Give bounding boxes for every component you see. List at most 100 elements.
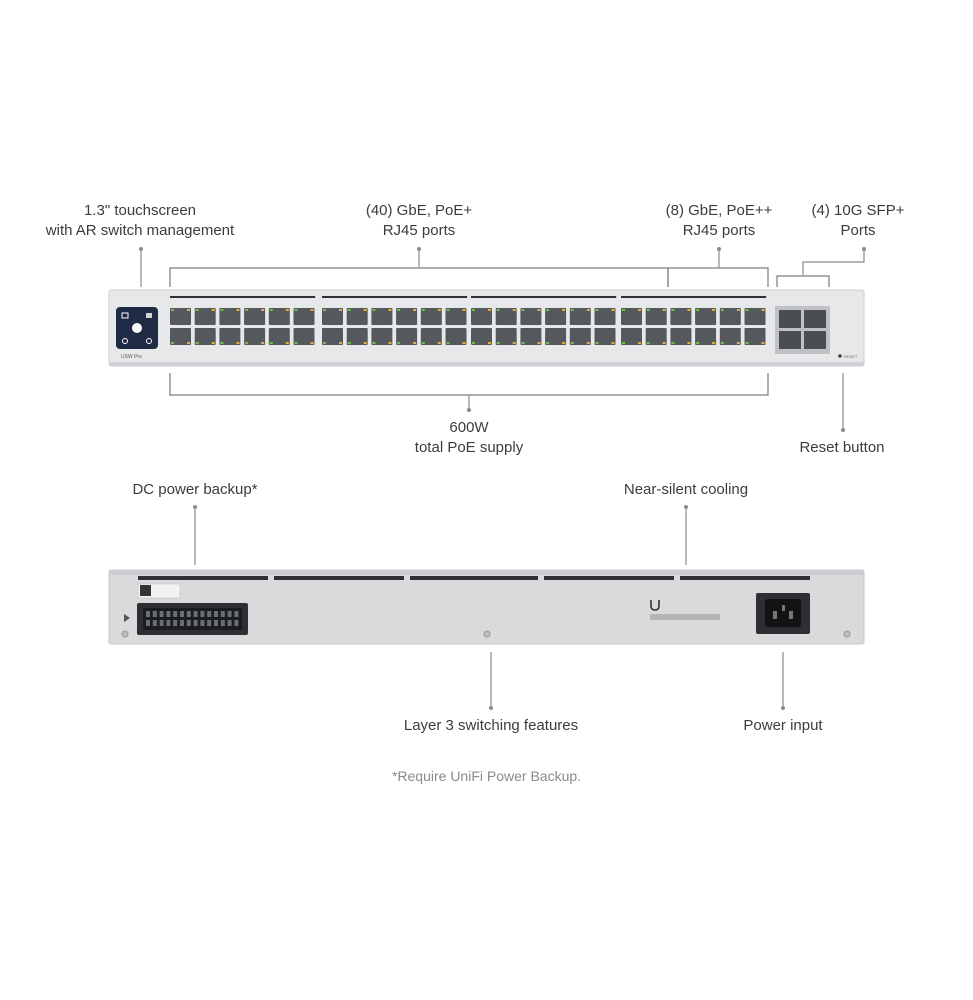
port-led bbox=[397, 342, 401, 344]
port-led bbox=[245, 309, 249, 311]
leader-dot-poe-plus bbox=[417, 247, 421, 251]
dc-pin bbox=[200, 620, 205, 626]
port-led bbox=[736, 309, 740, 311]
label-cooling: Near-silent cooling bbox=[623, 481, 749, 498]
port-led bbox=[622, 309, 625, 311]
rj45-port bbox=[744, 328, 766, 345]
rj45-port bbox=[719, 308, 741, 325]
footnote: *Require UniFi Power Backup. bbox=[391, 768, 582, 784]
port-led bbox=[546, 309, 550, 311]
port-led bbox=[646, 309, 650, 311]
rj45-port bbox=[194, 308, 216, 325]
rj45-port bbox=[219, 308, 241, 325]
dc-pin bbox=[173, 611, 178, 617]
port-led bbox=[662, 309, 666, 311]
dc-pin bbox=[193, 620, 198, 626]
rj45-port bbox=[520, 308, 542, 325]
dc-pin bbox=[152, 611, 157, 617]
dc-pin bbox=[227, 620, 232, 626]
port-led bbox=[687, 342, 691, 344]
dc-pin bbox=[200, 611, 205, 617]
port-led bbox=[397, 309, 401, 311]
rj45-port bbox=[445, 328, 467, 345]
rj45-port bbox=[293, 328, 315, 345]
rj45-port bbox=[645, 328, 667, 345]
dc-pin bbox=[207, 620, 212, 626]
rj45-port bbox=[219, 328, 241, 345]
dc-pin bbox=[180, 620, 184, 626]
rj45-port bbox=[594, 328, 616, 345]
port-led bbox=[323, 309, 326, 311]
vent-1 bbox=[138, 576, 268, 580]
dc-pin bbox=[152, 620, 157, 626]
port-led bbox=[671, 342, 675, 344]
rj45-port bbox=[170, 308, 191, 325]
port-led bbox=[570, 342, 574, 344]
dc-pin bbox=[180, 611, 184, 617]
port-led bbox=[472, 342, 475, 344]
rj45-port bbox=[396, 308, 418, 325]
port-led bbox=[696, 342, 700, 344]
port-led bbox=[611, 309, 615, 311]
rj45-port bbox=[695, 328, 717, 345]
leader-dot-poe-plusplus bbox=[717, 247, 721, 251]
port-led bbox=[195, 342, 199, 344]
rj45-port bbox=[569, 328, 591, 345]
port-led bbox=[347, 309, 351, 311]
port-led bbox=[562, 342, 566, 344]
rj45-port bbox=[670, 308, 692, 325]
port-led bbox=[339, 309, 342, 311]
rj45-port bbox=[471, 328, 492, 345]
port-led bbox=[720, 342, 724, 344]
rj45-port bbox=[268, 328, 290, 345]
port-led bbox=[285, 342, 289, 344]
reset-button bbox=[838, 354, 842, 358]
rear-panel bbox=[108, 569, 865, 645]
port-led bbox=[562, 309, 566, 311]
vent-5 bbox=[680, 576, 810, 580]
port-led bbox=[323, 342, 326, 344]
port-led bbox=[662, 342, 666, 344]
bracket-poe-supply bbox=[169, 373, 769, 396]
port-led bbox=[488, 342, 491, 344]
dc-pin bbox=[227, 611, 232, 617]
rj45-port bbox=[170, 328, 191, 345]
rj45-port bbox=[445, 308, 467, 325]
port-led bbox=[521, 309, 525, 311]
port-led bbox=[294, 342, 298, 344]
rj45-port bbox=[268, 308, 290, 325]
rj45-ports bbox=[170, 296, 767, 345]
dc-pin bbox=[214, 611, 218, 617]
port-led bbox=[712, 309, 716, 311]
label-power-input: Power input bbox=[743, 717, 823, 734]
rj45-port bbox=[744, 308, 766, 325]
port-led bbox=[211, 342, 215, 344]
label-poe-plusplus-ports: (8) GbE, PoE++ RJ45 ports bbox=[665, 202, 773, 239]
rj45-port bbox=[346, 328, 368, 345]
port-led bbox=[570, 309, 574, 311]
port-led bbox=[372, 342, 376, 344]
port-led bbox=[472, 309, 475, 311]
port-led bbox=[586, 342, 590, 344]
rj45-port bbox=[670, 328, 692, 345]
port-led bbox=[187, 342, 190, 344]
dc-pin bbox=[214, 620, 218, 626]
port-group-bar bbox=[322, 296, 468, 298]
rj45-port bbox=[594, 308, 616, 325]
port-led bbox=[496, 342, 500, 344]
port-led bbox=[187, 309, 190, 311]
port-led bbox=[622, 342, 625, 344]
port-led bbox=[236, 309, 240, 311]
port-led bbox=[372, 309, 376, 311]
rj45-port bbox=[322, 328, 343, 345]
port-led bbox=[521, 342, 525, 344]
port-led bbox=[310, 342, 314, 344]
rj45-port bbox=[520, 328, 542, 345]
port-led bbox=[638, 309, 641, 311]
port-led bbox=[761, 309, 765, 311]
vent-2 bbox=[274, 576, 404, 580]
rj45-port bbox=[471, 308, 492, 325]
rj45-port bbox=[346, 308, 368, 325]
rj45-port bbox=[371, 308, 393, 325]
